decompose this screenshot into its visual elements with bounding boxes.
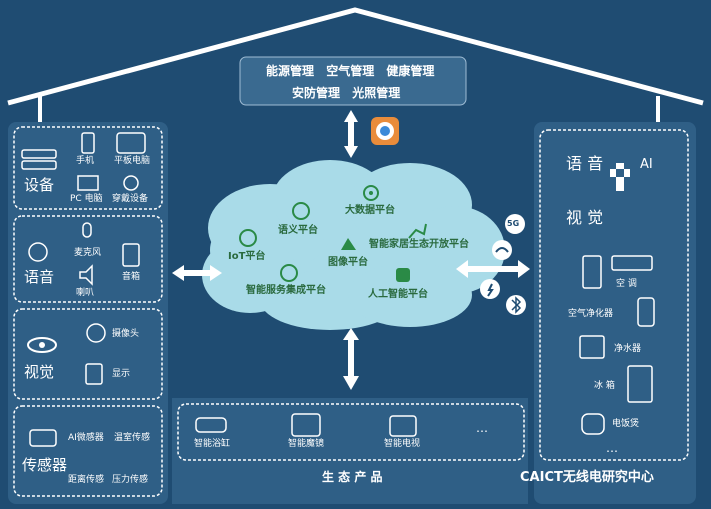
bigdata-platform-label: 大数据平台 bbox=[345, 205, 395, 216]
sensors-box bbox=[13, 405, 163, 497]
arrow-top bbox=[344, 110, 358, 158]
security-management: 安防管理 bbox=[292, 86, 341, 100]
pc-label: PC 电脑 bbox=[70, 194, 103, 204]
phone-icon bbox=[81, 132, 95, 154]
wifi-icon bbox=[492, 240, 512, 260]
pressure-sensor-label: 压力传感 bbox=[112, 475, 149, 485]
right-ai-label: AI bbox=[640, 157, 653, 172]
service-platform-label: 智能服务集成平台 bbox=[246, 285, 326, 296]
rice-cooker-icon bbox=[581, 413, 605, 435]
horn-icon bbox=[79, 264, 93, 286]
ac-label: 空 调 bbox=[616, 279, 637, 289]
eye-icon bbox=[27, 337, 57, 353]
eco-panel bbox=[172, 398, 528, 504]
mic-circle-icon bbox=[28, 242, 48, 262]
ai-plus-icon bbox=[610, 163, 630, 191]
devices-box bbox=[13, 126, 163, 210]
purifier-icon bbox=[637, 297, 655, 327]
management-line2: 安防管理 光照管理 bbox=[292, 87, 400, 99]
right-more: … bbox=[606, 441, 618, 455]
phone-label: 手机 bbox=[76, 156, 95, 166]
service-platform-icon bbox=[280, 264, 298, 282]
pc-icon bbox=[77, 175, 99, 191]
display-icon bbox=[85, 363, 103, 385]
smart-bathtub-label: 智能浴缸 bbox=[194, 439, 231, 449]
semantic-platform-label: 语义平台 bbox=[278, 225, 318, 236]
vision-box bbox=[13, 308, 163, 400]
arrow-bottom bbox=[343, 328, 359, 390]
microphone-icon bbox=[82, 222, 92, 238]
lighting-management: 光照管理 bbox=[352, 86, 401, 100]
ac-icon bbox=[611, 255, 653, 271]
tv-icon bbox=[389, 415, 417, 437]
management-box bbox=[239, 56, 467, 106]
right-panel bbox=[534, 122, 696, 504]
voice-box bbox=[13, 215, 163, 303]
wearable-label: 穿戴设备 bbox=[112, 194, 149, 204]
sensors-title: 传感器 bbox=[22, 456, 68, 474]
smart-tv-label: 智能电视 bbox=[384, 439, 421, 449]
bigdata-platform-icon bbox=[363, 185, 379, 201]
smart-home-platform-icon bbox=[408, 223, 427, 239]
camera-icon bbox=[86, 323, 106, 343]
air-purifier-label: 空气净化器 bbox=[568, 309, 614, 319]
right-dashed-box bbox=[539, 129, 689, 461]
fridge-small-icon bbox=[582, 255, 602, 289]
water-purifier-icon bbox=[579, 335, 605, 359]
image-platform-label: 图像平台 bbox=[328, 257, 368, 268]
iot-platform-label: IoT平台 bbox=[228, 251, 266, 262]
air-management: 空气管理 bbox=[326, 64, 375, 78]
platform-cloud bbox=[202, 160, 505, 330]
speaker-box-icon bbox=[122, 243, 140, 267]
display-label: 显示 bbox=[112, 369, 131, 379]
fridge-label: 冰 箱 bbox=[594, 381, 615, 391]
distance-sensor-label: 距离传感 bbox=[68, 475, 105, 485]
smart-mirror-label: 智能魔镜 bbox=[288, 439, 325, 449]
bathtub-icon bbox=[195, 417, 227, 433]
tablet-icon bbox=[116, 132, 146, 154]
ai-platform-icon bbox=[396, 268, 410, 282]
house-roof bbox=[7, 7, 704, 106]
management-line1: 能源管理 空气管理 健康管理 bbox=[266, 65, 434, 77]
smart-home-platform-label: 智能家居生态开放平台 bbox=[369, 239, 469, 250]
horn-label: 喇叭 bbox=[76, 288, 95, 298]
image-platform-icon bbox=[341, 238, 356, 250]
ai-platform-label: 人工智能平台 bbox=[368, 289, 428, 300]
ai-sensor-label: AI微感器 bbox=[68, 433, 104, 443]
mirror-icon bbox=[291, 413, 321, 437]
server-icon bbox=[21, 149, 57, 159]
semantic-platform-icon bbox=[292, 202, 310, 220]
iot-platform-icon bbox=[239, 229, 257, 247]
eco-more: … bbox=[476, 421, 488, 435]
5g-icon bbox=[505, 214, 525, 234]
vision-title: 视觉 bbox=[24, 363, 55, 381]
voice-title: 语音 bbox=[24, 268, 55, 286]
arrow-right bbox=[456, 260, 530, 278]
speaker-label: 音箱 bbox=[122, 272, 141, 282]
eco-dashed-box bbox=[177, 403, 525, 461]
health-management: 健康管理 bbox=[386, 64, 435, 78]
left-panel bbox=[8, 122, 168, 504]
right-voice-title: 语 音 bbox=[566, 154, 604, 173]
arrow-left bbox=[172, 265, 222, 281]
fridge-icon bbox=[627, 365, 653, 403]
tablet-label: 平板电脑 bbox=[114, 156, 151, 166]
microphone-label: 麦克风 bbox=[74, 248, 102, 258]
5g-label: 5G bbox=[507, 219, 520, 228]
watch-icon bbox=[123, 175, 139, 191]
camera-label: 摄像头 bbox=[112, 329, 140, 339]
sensor-radio-icon bbox=[29, 429, 57, 447]
greenhouse-sensor-label: 温室传感 bbox=[114, 433, 151, 443]
water-purifier-label: 净水器 bbox=[614, 344, 642, 354]
eco-title: 生 态 产 品 bbox=[322, 470, 383, 484]
right-vision-title: 视 觉 bbox=[566, 208, 604, 227]
energy-management: 能源管理 bbox=[266, 64, 315, 78]
devices-title: 设备 bbox=[24, 176, 55, 194]
rice-cooker-label: 电饭煲 bbox=[612, 419, 640, 429]
watermark: CAICT无线电研究中心 bbox=[520, 470, 654, 485]
